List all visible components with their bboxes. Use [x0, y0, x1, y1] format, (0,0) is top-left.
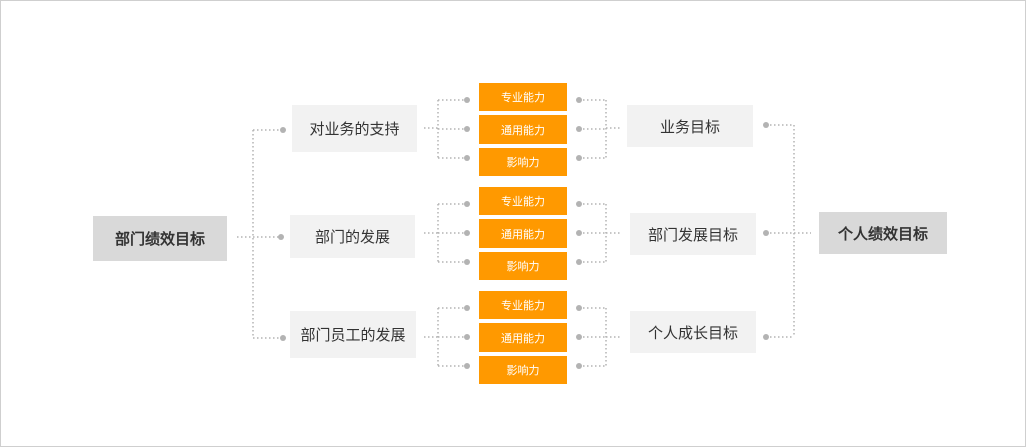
capability-label: 影响力 [506, 364, 540, 377]
right-branch-label: 个人成长目标 [647, 323, 738, 342]
connector-dot [464, 201, 470, 207]
connector-dot [464, 155, 470, 161]
capability-box: 影响力 [479, 252, 567, 280]
connector-dot [464, 363, 470, 369]
connector-dot [278, 234, 284, 240]
capability-box: 通用能力 [479, 219, 567, 248]
connector-dot [464, 334, 470, 340]
left-branch-label: 部门员工的发展 [300, 326, 406, 344]
capability-box: 专业能力 [479, 291, 567, 319]
right-branch-label: 业务目标 [659, 117, 720, 136]
capability-label: 影响力 [506, 260, 540, 273]
right-branch-node-3: 个人成长目标 [630, 311, 756, 353]
capability-label: 专业能力 [501, 195, 545, 208]
capability-label: 影响力 [506, 156, 540, 169]
connector-dot [280, 127, 286, 133]
connector-dot [464, 259, 470, 265]
right-branch-node-1: 业务目标 [627, 105, 753, 147]
connector-dot [464, 230, 470, 236]
right-root-node: 个人绩效目标 [819, 212, 947, 254]
connector-dot [464, 305, 470, 311]
capability-box: 影响力 [479, 356, 567, 384]
right-branch-node-2: 部门发展目标 [630, 213, 756, 255]
capability-label: 专业能力 [501, 91, 545, 104]
left-root-node: 部门绩效目标 [93, 216, 227, 261]
capability-label: 通用能力 [501, 227, 545, 241]
left-branch-node-3: 部门员工的发展 [290, 311, 416, 358]
capability-box: 通用能力 [479, 323, 567, 352]
left-branch-label: 部门的发展 [314, 228, 390, 246]
connector-dot [464, 97, 470, 103]
left-branch-node-2: 部门的发展 [290, 215, 415, 258]
connector-dot [280, 335, 286, 341]
capability-label: 通用能力 [501, 331, 545, 345]
left-branch-label: 对业务的支持 [309, 120, 400, 138]
capability-box: 专业能力 [479, 83, 567, 111]
capability-box: 通用能力 [479, 115, 567, 144]
left-root-label: 部门绩效目标 [114, 230, 205, 248]
capability-label: 专业能力 [501, 299, 545, 312]
capability-label: 通用能力 [501, 123, 545, 137]
capability-box: 专业能力 [479, 187, 567, 215]
right-root-label: 个人绩效目标 [837, 224, 928, 243]
left-branch-node-1: 对业务的支持 [292, 105, 417, 152]
connector-dot [464, 126, 470, 132]
capability-box: 影响力 [479, 148, 567, 176]
right-branch-label: 部门发展目标 [647, 225, 738, 244]
